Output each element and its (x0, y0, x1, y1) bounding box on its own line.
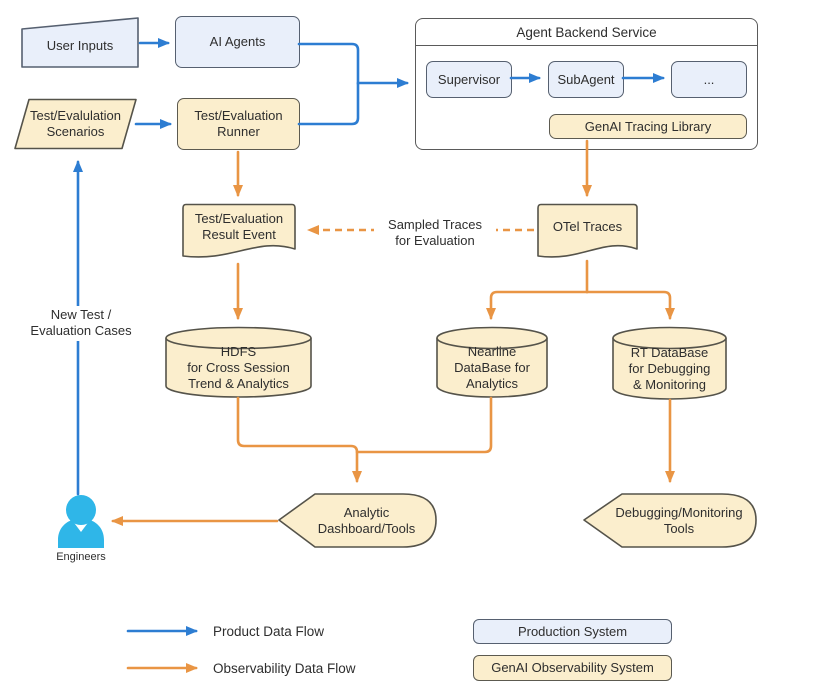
node-more-agents: ... (671, 61, 747, 98)
legend-observability-data-flow-label: Observability Data Flow (213, 661, 356, 676)
edge-otel-to-nearline (486, 290, 589, 320)
manual-input-shape (21, 17, 139, 68)
node-nearline-database: Nearline DataBase for Analytics (436, 326, 548, 398)
node-test-evaluation-runner: Test/Evaluation Runner (177, 98, 300, 150)
engineers-label: Engineers (56, 551, 106, 563)
node-otel-traces: OTel Traces (537, 203, 638, 263)
node-label: Test/Evaluation Runner (194, 108, 283, 139)
database-cylinder-shape (436, 326, 548, 398)
node-label: RT DataBase for Debugging & Monitoring (628, 345, 711, 392)
node-label: SubAgent (557, 71, 615, 87)
edge-ai-agents-to-backend (297, 42, 409, 88)
node-label: GenAI Tracing Library (584, 118, 712, 134)
node-label: Analytic Dashboard/Tools (317, 504, 416, 536)
node-rt-database: RT DataBase for Debugging & Monitoring (612, 326, 727, 400)
edge-hdfs-to-analytic-tools (236, 396, 362, 483)
edge-runner-to-backend (297, 81, 360, 126)
document-shape (182, 203, 296, 258)
database-cylinder-shape (612, 326, 727, 400)
node-label: User Inputs (46, 37, 114, 53)
node-label: OTel Traces (552, 219, 623, 235)
legend-label: GenAI Observability System (491, 660, 654, 676)
edge-otel-to-rt-database (585, 290, 675, 320)
node-label: Test/Evaluation Result Event (194, 211, 284, 242)
node-analytic-dashboard-tools: Analytic Dashboard/Tools (277, 492, 438, 549)
pointed-box-shape (583, 493, 757, 548)
container-title: Agent Backend Service (416, 19, 757, 46)
edge-label-sampled-traces: Sampled Traces for Evaluation (374, 216, 496, 251)
node-label: Nearline DataBase for Analytics (454, 344, 530, 391)
node-label: Supervisor (437, 71, 501, 87)
node-debugging-monitoring-tools: Debugging/Monitoring Tools (582, 492, 758, 549)
node-hdfs: HDFS for Cross Session Trend & Analytics (165, 326, 312, 398)
legend-product-data-flow-label: Product Data Flow (213, 624, 325, 639)
node-label: Test/Evalulation Scenarios (29, 108, 122, 139)
node-user-inputs: User Inputs (20, 16, 140, 69)
node-ai-agents: AI Agents (175, 16, 300, 68)
edge-nearline-to-analytic-tools (355, 396, 493, 454)
container-agent-backend-service: Agent Backend Service Supervisor SubAgen… (415, 18, 758, 150)
node-label: Debugging/Monitoring Tools (615, 504, 743, 536)
node-label: AI Agents (209, 34, 266, 50)
document-shape (537, 203, 638, 258)
node-test-evaluation-result-event: Test/Evaluation Result Event (182, 203, 296, 263)
node-genai-tracing-library: GenAI Tracing Library (549, 114, 747, 139)
legend-label: Production System (517, 623, 628, 639)
parallelogram-shape (14, 98, 137, 150)
legend-production-system: Production System (473, 619, 672, 644)
node-label: ... (703, 71, 715, 87)
legend-genai-observability-system: GenAI Observability System (473, 655, 672, 681)
engineers-person-icon (55, 494, 107, 548)
node-test-evaluation-scenarios: Test/Evalulation Scenarios (13, 98, 138, 150)
node-supervisor: Supervisor (426, 61, 512, 98)
node-subagent: SubAgent (548, 61, 624, 98)
node-label: HDFS for Cross Session Trend & Analytics (187, 344, 290, 391)
edge-label-new-test-cases: New Test / Evaluation Cases (14, 306, 148, 341)
pointed-box-shape (278, 493, 437, 548)
database-cylinder-shape (165, 326, 312, 398)
